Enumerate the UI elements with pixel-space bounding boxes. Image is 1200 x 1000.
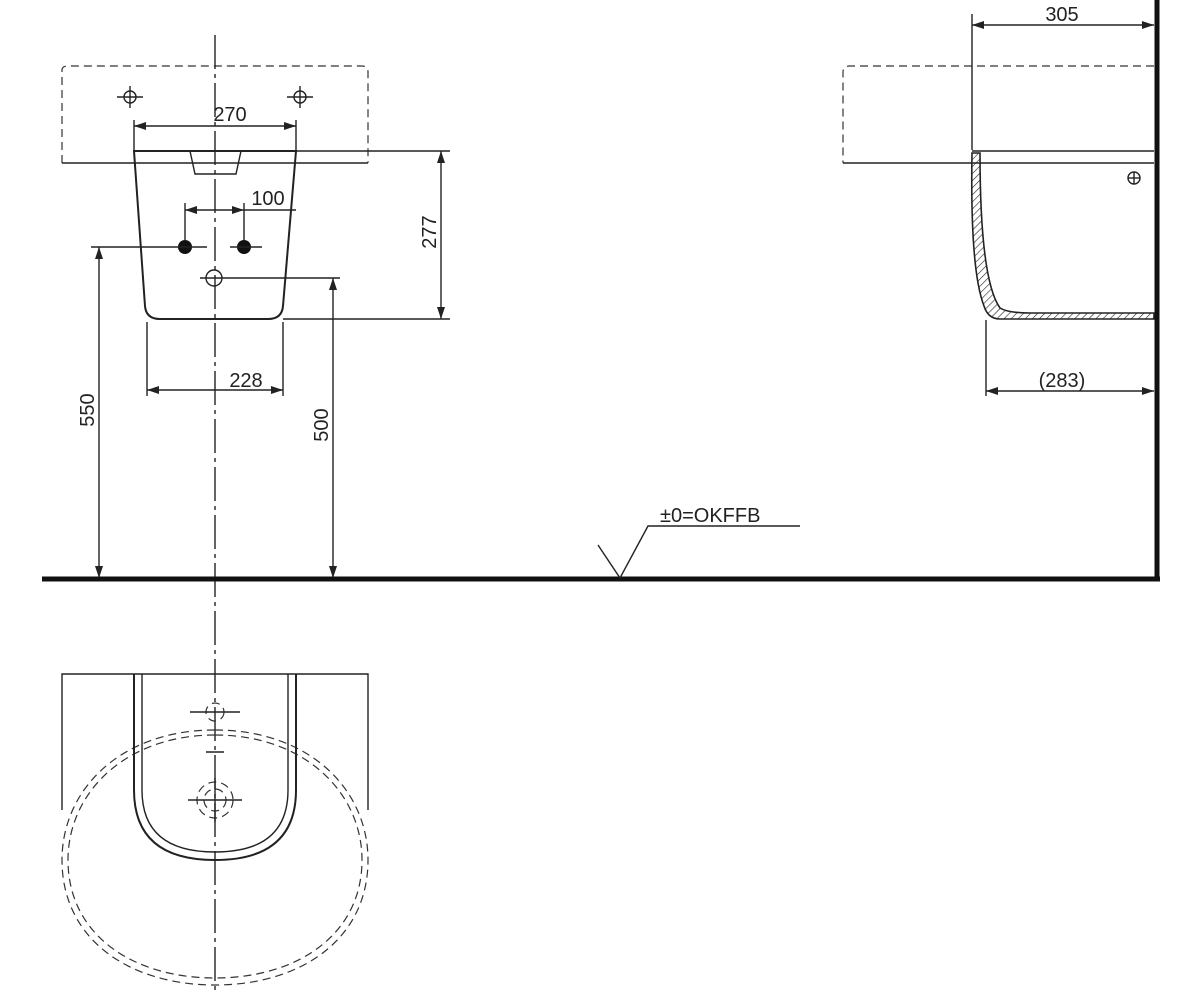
dim-hole-height: 550 [77,247,103,578]
tap-hole-right-icon [287,86,313,108]
dim-depth-top: 305 [971,4,1154,150]
svg-text:550: 550 [77,393,99,426]
svg-text:(283): (283) [1039,370,1086,392]
half-pedestal-body [132,150,298,320]
front-view: 270 100 277 228 550 [61,35,450,990]
svg-text:277: 277 [419,215,441,248]
svg-text:±0=OKFFB: ±0=OKFFB [660,505,760,527]
dim-waste-height: 500 [311,278,337,578]
side-basin-outline [842,65,1154,163]
dim-bottom-width: 228 [146,322,284,396]
dim-hole-spacing: 100 [184,188,296,240]
svg-text:228: 228 [229,370,262,392]
top-pedestal-outline [133,674,297,862]
waste-outlet-icon [200,269,340,287]
dim-bowl-width: 270 [133,104,297,150]
floor-level-marker: ±0=OKFFB [597,505,800,580]
dim-depth-bottom: (283) [985,320,1154,396]
floor: ±0=OKFFB [42,505,1160,582]
svg-text:100: 100 [251,188,284,210]
svg-text:270: 270 [213,104,246,126]
basin-bowl-outline [61,729,369,986]
svg-text:500: 500 [311,408,333,441]
top-view [61,673,369,986]
dim-height: 277 [283,150,450,320]
tap-hole-left-icon [117,86,143,108]
top-tap-hole-icon [190,702,240,722]
side-view: 305 (283) [842,0,1160,580]
fixing-screw-icon [1127,171,1141,185]
side-pedestal-section [970,152,1155,320]
top-waste-icon [188,778,242,822]
svg-text:305: 305 [1045,4,1078,26]
